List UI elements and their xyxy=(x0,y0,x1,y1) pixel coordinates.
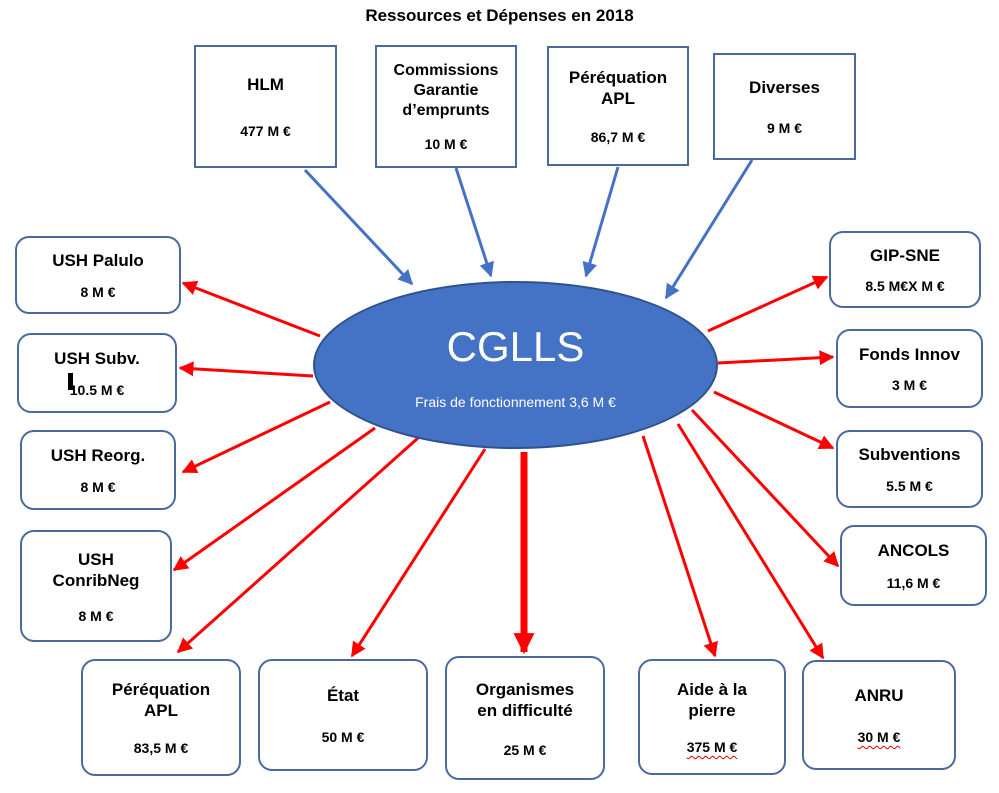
outflow-box-fonds-innov: Fonds Innov 3 M € xyxy=(836,329,983,408)
inflow-label: HLM xyxy=(247,75,284,95)
outflow-label: USH Palulo xyxy=(52,251,144,271)
outflow-box-ush-reorg: USH Reorg. 8 M € xyxy=(20,430,176,510)
outflow-label: ANRU xyxy=(854,685,904,705)
text-cursor xyxy=(68,373,73,390)
inflow-arrow-diverses xyxy=(664,159,754,300)
outflow-arrow-gip-sne xyxy=(707,275,829,333)
inflow-label: Commissions Garantie d’emprunts xyxy=(393,62,499,120)
outflow-value: 25 M € xyxy=(503,741,547,758)
inflow-value: 9 M € xyxy=(766,120,802,137)
outflow-box-ush-subv: USH Subv. 10.5 M € xyxy=(17,333,177,413)
inflow-arrow-hlm xyxy=(303,168,414,286)
outflow-label: ANCOLS xyxy=(877,541,950,561)
outflow-label: Organismes en difficulté xyxy=(475,679,575,720)
outflow-arrow-ancols xyxy=(690,408,840,568)
inflow-value: 10 M € xyxy=(424,135,468,152)
inflow-value: 477 M € xyxy=(240,122,291,139)
outflow-value: 50 M € xyxy=(321,729,365,746)
outflow-box-aide-pierre: Aide à la pierre 375 M € xyxy=(638,659,786,775)
outflow-value: 8 M € xyxy=(80,283,116,300)
outflow-arrow-subventions xyxy=(713,390,835,450)
inflow-label: Péréquation APL xyxy=(568,68,668,109)
inflow-box-hlm: HLM 477 M € xyxy=(194,45,337,168)
outflow-value: 10.5 M € xyxy=(69,382,125,399)
outflow-box-gip-sne: GIP-SNE 8.5 M€X M € xyxy=(829,231,981,308)
outflow-box-organismes: Organismes en difficulté 25 M € xyxy=(445,656,605,780)
outflow-label: Subventions xyxy=(858,445,961,465)
outflow-arrow-ush-subv xyxy=(178,361,314,378)
outflow-arrow-ush-conribneg xyxy=(172,426,376,572)
outflow-box-anru: ANRU 30 M € xyxy=(802,660,956,770)
inflow-label: Diverses xyxy=(749,77,820,97)
outflow-label: État xyxy=(326,685,360,705)
outflow-arrow-perequation-apl xyxy=(176,436,419,654)
outflow-value: 8 M € xyxy=(80,479,116,496)
inflow-box-diverses: Diverses 9 M € xyxy=(713,53,856,160)
outflow-label: Aide à la pierre xyxy=(677,679,747,721)
outflow-label: USH Subv. xyxy=(54,348,140,368)
outflow-value: 11,6 M € xyxy=(886,574,941,591)
outflow-value: 83,5 M € xyxy=(133,739,189,756)
outflow-box-ancols: ANCOLS 11,6 M € xyxy=(840,525,987,606)
cglls-ellipse: CGLLS Frais de fonctionnement 3,6 M € xyxy=(313,281,718,449)
inflow-arrow-commissions xyxy=(454,167,494,278)
outflow-value: 8.5 M€X M € xyxy=(865,278,945,295)
outflow-value: 8 M € xyxy=(78,607,114,624)
outflow-value: 5.5 M € xyxy=(886,477,933,494)
center-name: CGLLS xyxy=(446,323,585,370)
outflow-box-perequation-apl: Péréquation APL 83,5 M € xyxy=(81,659,241,776)
inflow-box-perequation: Péréquation APL 86,7 M € xyxy=(547,46,689,166)
outflow-value: 30 M € xyxy=(857,729,901,746)
outflow-label: USH Reorg. xyxy=(50,445,146,465)
diagram-title: Ressources et Dépenses en 2018 xyxy=(365,6,634,25)
inflow-arrow-perequation xyxy=(582,166,620,278)
outflow-box-etat: État 50 M € xyxy=(258,659,428,771)
outflow-arrow-etat xyxy=(350,448,487,658)
outflow-label: GIP-SNE xyxy=(870,245,940,265)
outflow-box-ush-palulo: USH Palulo 8 M € xyxy=(15,236,181,314)
outflow-arrow-aide-pierre xyxy=(641,435,718,658)
outflow-arrow-ush-palulo xyxy=(181,280,321,338)
outflow-arrow-anru xyxy=(676,423,825,660)
outflow-label: Fonds Innov xyxy=(858,344,961,364)
outflow-value: 3 M € xyxy=(891,377,927,394)
outflow-box-ush-conribneg: USH ConribNeg 8 M € xyxy=(20,530,172,642)
center-subtitle: Frais de fonctionnement 3,6 M € xyxy=(415,394,616,410)
inflow-value: 86,7 M € xyxy=(590,128,646,145)
outflow-box-subventions: Subventions 5.5 M € xyxy=(836,430,983,508)
outflow-arrow-fonds-innov xyxy=(717,350,835,366)
outflow-arrow-ush-reorg xyxy=(181,400,331,474)
inflow-box-commissions: Commissions Garantie d’emprunts 10 M € xyxy=(375,45,517,168)
outflow-label: USH ConribNeg xyxy=(52,549,140,590)
outflow-value: 375 M € xyxy=(686,739,738,756)
outflow-label: Péréquation APL xyxy=(111,680,211,721)
